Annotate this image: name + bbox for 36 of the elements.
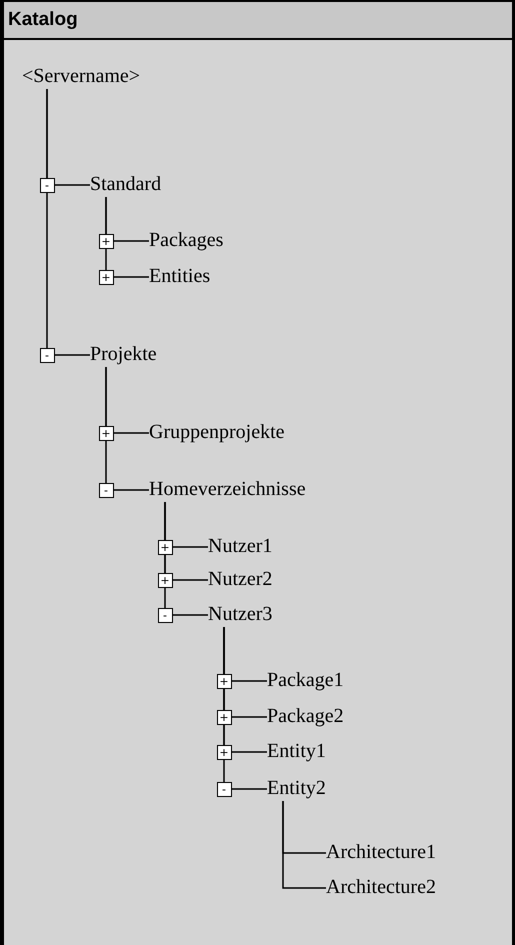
tree-line xyxy=(223,627,267,790)
expand-toggle: + xyxy=(216,674,232,688)
expand-toggle: + xyxy=(98,270,114,284)
expand-toggle: + xyxy=(158,572,172,588)
expand-toggle: - xyxy=(98,482,114,498)
expand-toggle: - xyxy=(158,608,172,622)
expand-toggle: - xyxy=(40,348,54,362)
tree-item-label: <Servername> xyxy=(22,65,140,89)
tree-item-label: Package1 xyxy=(267,669,344,693)
expand-toggle: + xyxy=(216,744,232,760)
expand-toggle: + xyxy=(98,234,114,248)
tree-item-label: Projekte xyxy=(90,343,157,367)
tree-item-label: Architecture2 xyxy=(326,876,436,900)
tree-line xyxy=(164,502,208,616)
expand-toggle: + xyxy=(98,426,114,440)
tree-item-label: Gruppenprojekte xyxy=(149,421,285,445)
tree-item-label: Homeverzeichnisse xyxy=(149,478,306,502)
title: Katalog xyxy=(8,9,78,31)
tree-item-label: Standard xyxy=(90,173,162,197)
expand-toggle: + xyxy=(216,710,232,724)
expand-toggle: - xyxy=(216,782,232,796)
tree-line xyxy=(105,197,149,278)
expand-toggle: + xyxy=(158,540,172,554)
tree-line xyxy=(105,367,149,491)
tree-line xyxy=(282,801,326,889)
tree-item-label: Architecture1 xyxy=(326,841,436,865)
tree-item-label: Nutzer3 xyxy=(208,603,272,627)
tree-item-label: Nutzer2 xyxy=(208,568,272,592)
tree-item-label: Entities xyxy=(149,265,210,289)
tree-line xyxy=(46,89,90,356)
tree-item-label: Entity2 xyxy=(267,777,326,801)
tree-item-label: Nutzer1 xyxy=(208,535,272,559)
tree-item-label: Package2 xyxy=(267,705,344,729)
expand-toggle: - xyxy=(40,178,54,192)
tree-item-label: Entity1 xyxy=(267,740,326,764)
tree-item-label: Packages xyxy=(149,229,224,253)
